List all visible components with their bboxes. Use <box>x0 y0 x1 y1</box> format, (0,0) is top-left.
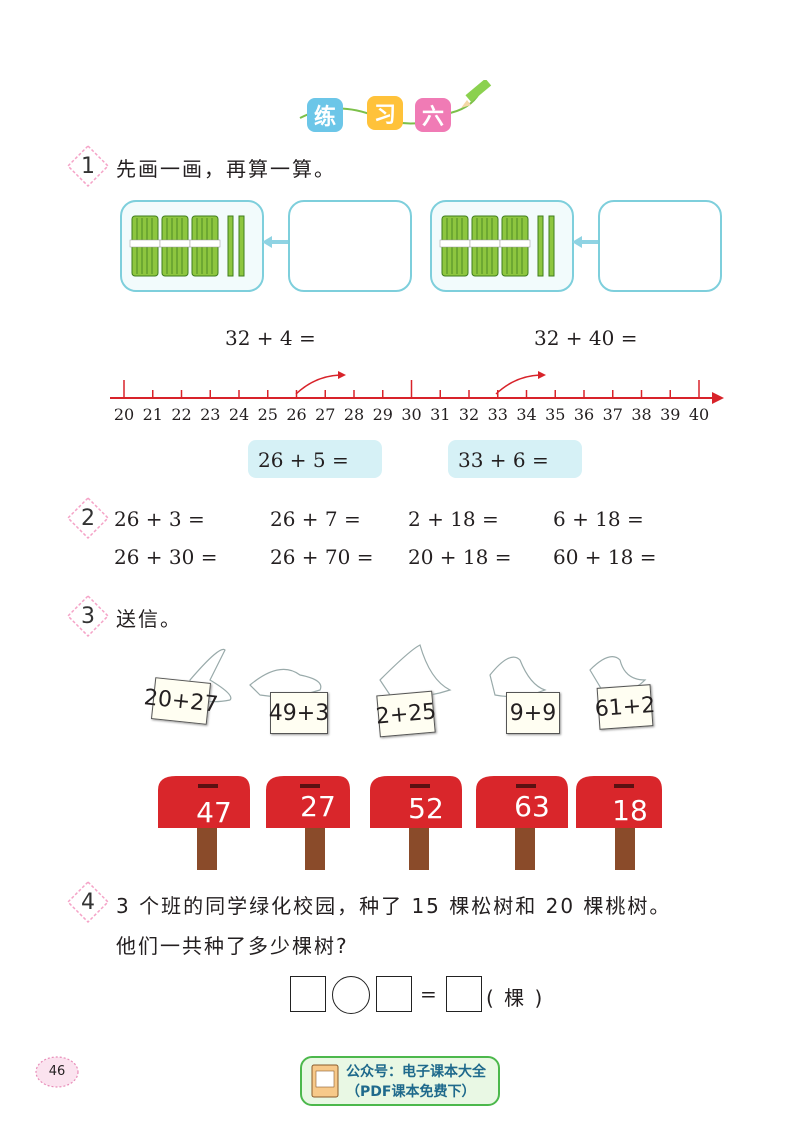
number-line-label: 24 <box>228 405 250 424</box>
equation: 20 + 18 = <box>408 545 512 569</box>
pencil-icon <box>461 80 492 108</box>
jump-arrow-2 <box>495 374 541 395</box>
mailbox-number: 47 <box>196 796 232 829</box>
equation: 26 + 30 = <box>114 545 218 569</box>
mailbox-icon <box>476 776 568 870</box>
hint-box-left: 26 + 5 = <box>248 440 382 478</box>
equals-sign: = <box>420 982 437 1006</box>
answer-box-1[interactable] <box>290 976 326 1012</box>
number-line-label: 29 <box>372 405 393 424</box>
mailbox-icon <box>266 776 350 870</box>
letter-card: 2+25 <box>375 690 437 738</box>
number-line-label: 40 <box>688 405 710 424</box>
question-number-badge: 4 <box>66 880 110 924</box>
equation: 6 + 18 = <box>553 507 644 531</box>
number-line <box>110 371 724 404</box>
question-3-prompt: 送信。 <box>116 607 182 631</box>
answer-panel-left[interactable] <box>288 200 412 292</box>
mailbox-number: 27 <box>300 790 336 823</box>
question-4-line-1: 3 个班的同学绿化校园，种了 15 棵松树和 20 棵桃树。 <box>116 894 672 918</box>
exercise-title: 练 习 六 <box>295 80 495 140</box>
page-number: 46 <box>48 1064 66 1079</box>
letter-card: 49+3 <box>269 692 329 734</box>
number-line-label: 37 <box>602 405 623 424</box>
number-line-label: 31 <box>430 405 451 424</box>
number-line-label: 35 <box>545 405 566 424</box>
letter-card: 9+9 <box>506 692 560 734</box>
equation: 26 + 3 = <box>114 507 205 531</box>
stick-bundles-32-icon <box>129 215 245 277</box>
number-line-label: 20 <box>113 405 135 424</box>
number-line-label: 34 <box>516 405 537 424</box>
promo-banner[interactable]: 公众号：电子课本大全 （PDF课本免费下） <box>300 1056 500 1106</box>
question-4-line-2: 他们一共种了多少棵树? <box>116 934 349 958</box>
answer-box-2[interactable] <box>376 976 412 1012</box>
number-line-label: 25 <box>257 405 278 424</box>
number-line-label: 39 <box>660 405 681 424</box>
dove-icon <box>379 644 452 698</box>
question-number-badge: 3 <box>66 594 110 638</box>
question-number-badge: 1 <box>66 144 110 188</box>
title-char-3: 六 <box>415 98 451 132</box>
diamond-badge-icon <box>66 144 110 188</box>
equation: 26 + 70 = <box>270 545 374 569</box>
number-line-label: 38 <box>631 405 652 424</box>
hint-box-right: 33 + 6 = <box>448 440 582 478</box>
title-char-2: 习 <box>367 96 403 130</box>
question-1-prompt: 先画一画，再算一算。 <box>116 157 336 181</box>
equation-33-plus-6: 33 + 6 = <box>458 448 549 472</box>
number-line-labels: 20 21 22 23 24 25 26 27 28 29 30 31 32 33 34 35 36 37 38 39… <box>100 405 730 427</box>
number-line-label: 27 <box>315 405 336 424</box>
mailbox-icon <box>370 776 462 870</box>
jump-arrow-1 <box>295 374 341 395</box>
operator-circle[interactable] <box>332 976 370 1014</box>
number-line-label: 36 <box>573 405 595 424</box>
flower-badge-icon <box>35 1056 79 1088</box>
diamond-badge-icon <box>66 880 110 924</box>
unit-label: ( 棵 ) <box>486 986 545 1010</box>
mailboxes-illustration <box>158 776 662 870</box>
arrow-left-icon <box>262 236 288 248</box>
number-line-label: 28 <box>343 405 365 424</box>
equation-32-plus-40: 32 + 40 = <box>534 326 638 350</box>
bundle-panel-left <box>120 200 264 292</box>
answer-box-result[interactable] <box>446 976 482 1012</box>
letter-card: 61+2 <box>594 684 656 730</box>
doves-illustration <box>189 644 647 703</box>
mailbox-number: 52 <box>408 792 444 825</box>
number-line-label: 22 <box>171 405 192 424</box>
number-line-label: 23 <box>200 405 221 424</box>
diamond-badge-icon <box>66 594 110 638</box>
mailbox-icon <box>576 776 662 870</box>
diamond-badge-icon <box>66 496 110 540</box>
page-number-badge: 46 <box>34 1054 80 1090</box>
equation: 60 + 18 = <box>553 545 657 569</box>
promo-line-1: 公众号：电子课本大全 <box>346 1064 486 1080</box>
dove-icon <box>489 656 547 698</box>
mailbox-number: 63 <box>514 790 550 823</box>
question-number-badge: 2 <box>66 496 110 540</box>
equation-26-plus-5: 26 + 5 = <box>258 448 349 472</box>
arrow-left-icon <box>572 236 598 248</box>
stick-bundles-32-icon <box>439 215 555 277</box>
number-line-label: 21 <box>142 405 163 424</box>
number-line-label: 33 <box>487 405 508 424</box>
answer-panel-right[interactable] <box>598 200 722 292</box>
mailbox-number: 18 <box>612 794 648 827</box>
equation-32-plus-4: 32 + 4 = <box>225 326 316 350</box>
equation: 26 + 7 = <box>270 507 361 531</box>
number-line-label: 26 <box>286 405 307 424</box>
equation: 2 + 18 = <box>408 507 499 531</box>
bundle-panel-right <box>430 200 574 292</box>
book-icon <box>311 1064 339 1098</box>
title-char-1: 练 <box>307 98 343 132</box>
letter-card: 20+27 <box>143 677 219 725</box>
mailbox-icon <box>158 776 250 870</box>
number-line-label: 32 <box>458 405 480 424</box>
promo-line-2: （PDF课本免费下） <box>346 1084 476 1100</box>
number-line-label: 30 <box>401 405 422 424</box>
